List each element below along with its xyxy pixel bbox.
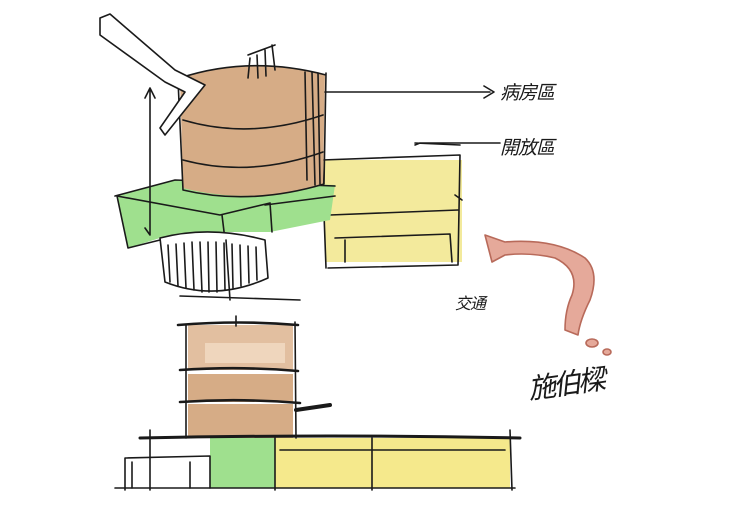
ward-tower: [177, 44, 327, 198]
entry-arrow: [99, 13, 206, 136]
ward-zone-label: 病房區: [500, 82, 555, 104]
hatched-cylinder: [159, 231, 301, 301]
section-elevation: [114, 315, 522, 491]
green-podium: [114, 179, 336, 250]
open-zone-volume: [321, 142, 463, 269]
open-zone-label: 開放區: [500, 137, 555, 159]
traffic-label: 交通: [455, 294, 486, 313]
traffic-arrow-icon: [484, 234, 612, 356]
section-arrow-icon: [144, 87, 156, 236]
label-leaders: [324, 85, 501, 146]
